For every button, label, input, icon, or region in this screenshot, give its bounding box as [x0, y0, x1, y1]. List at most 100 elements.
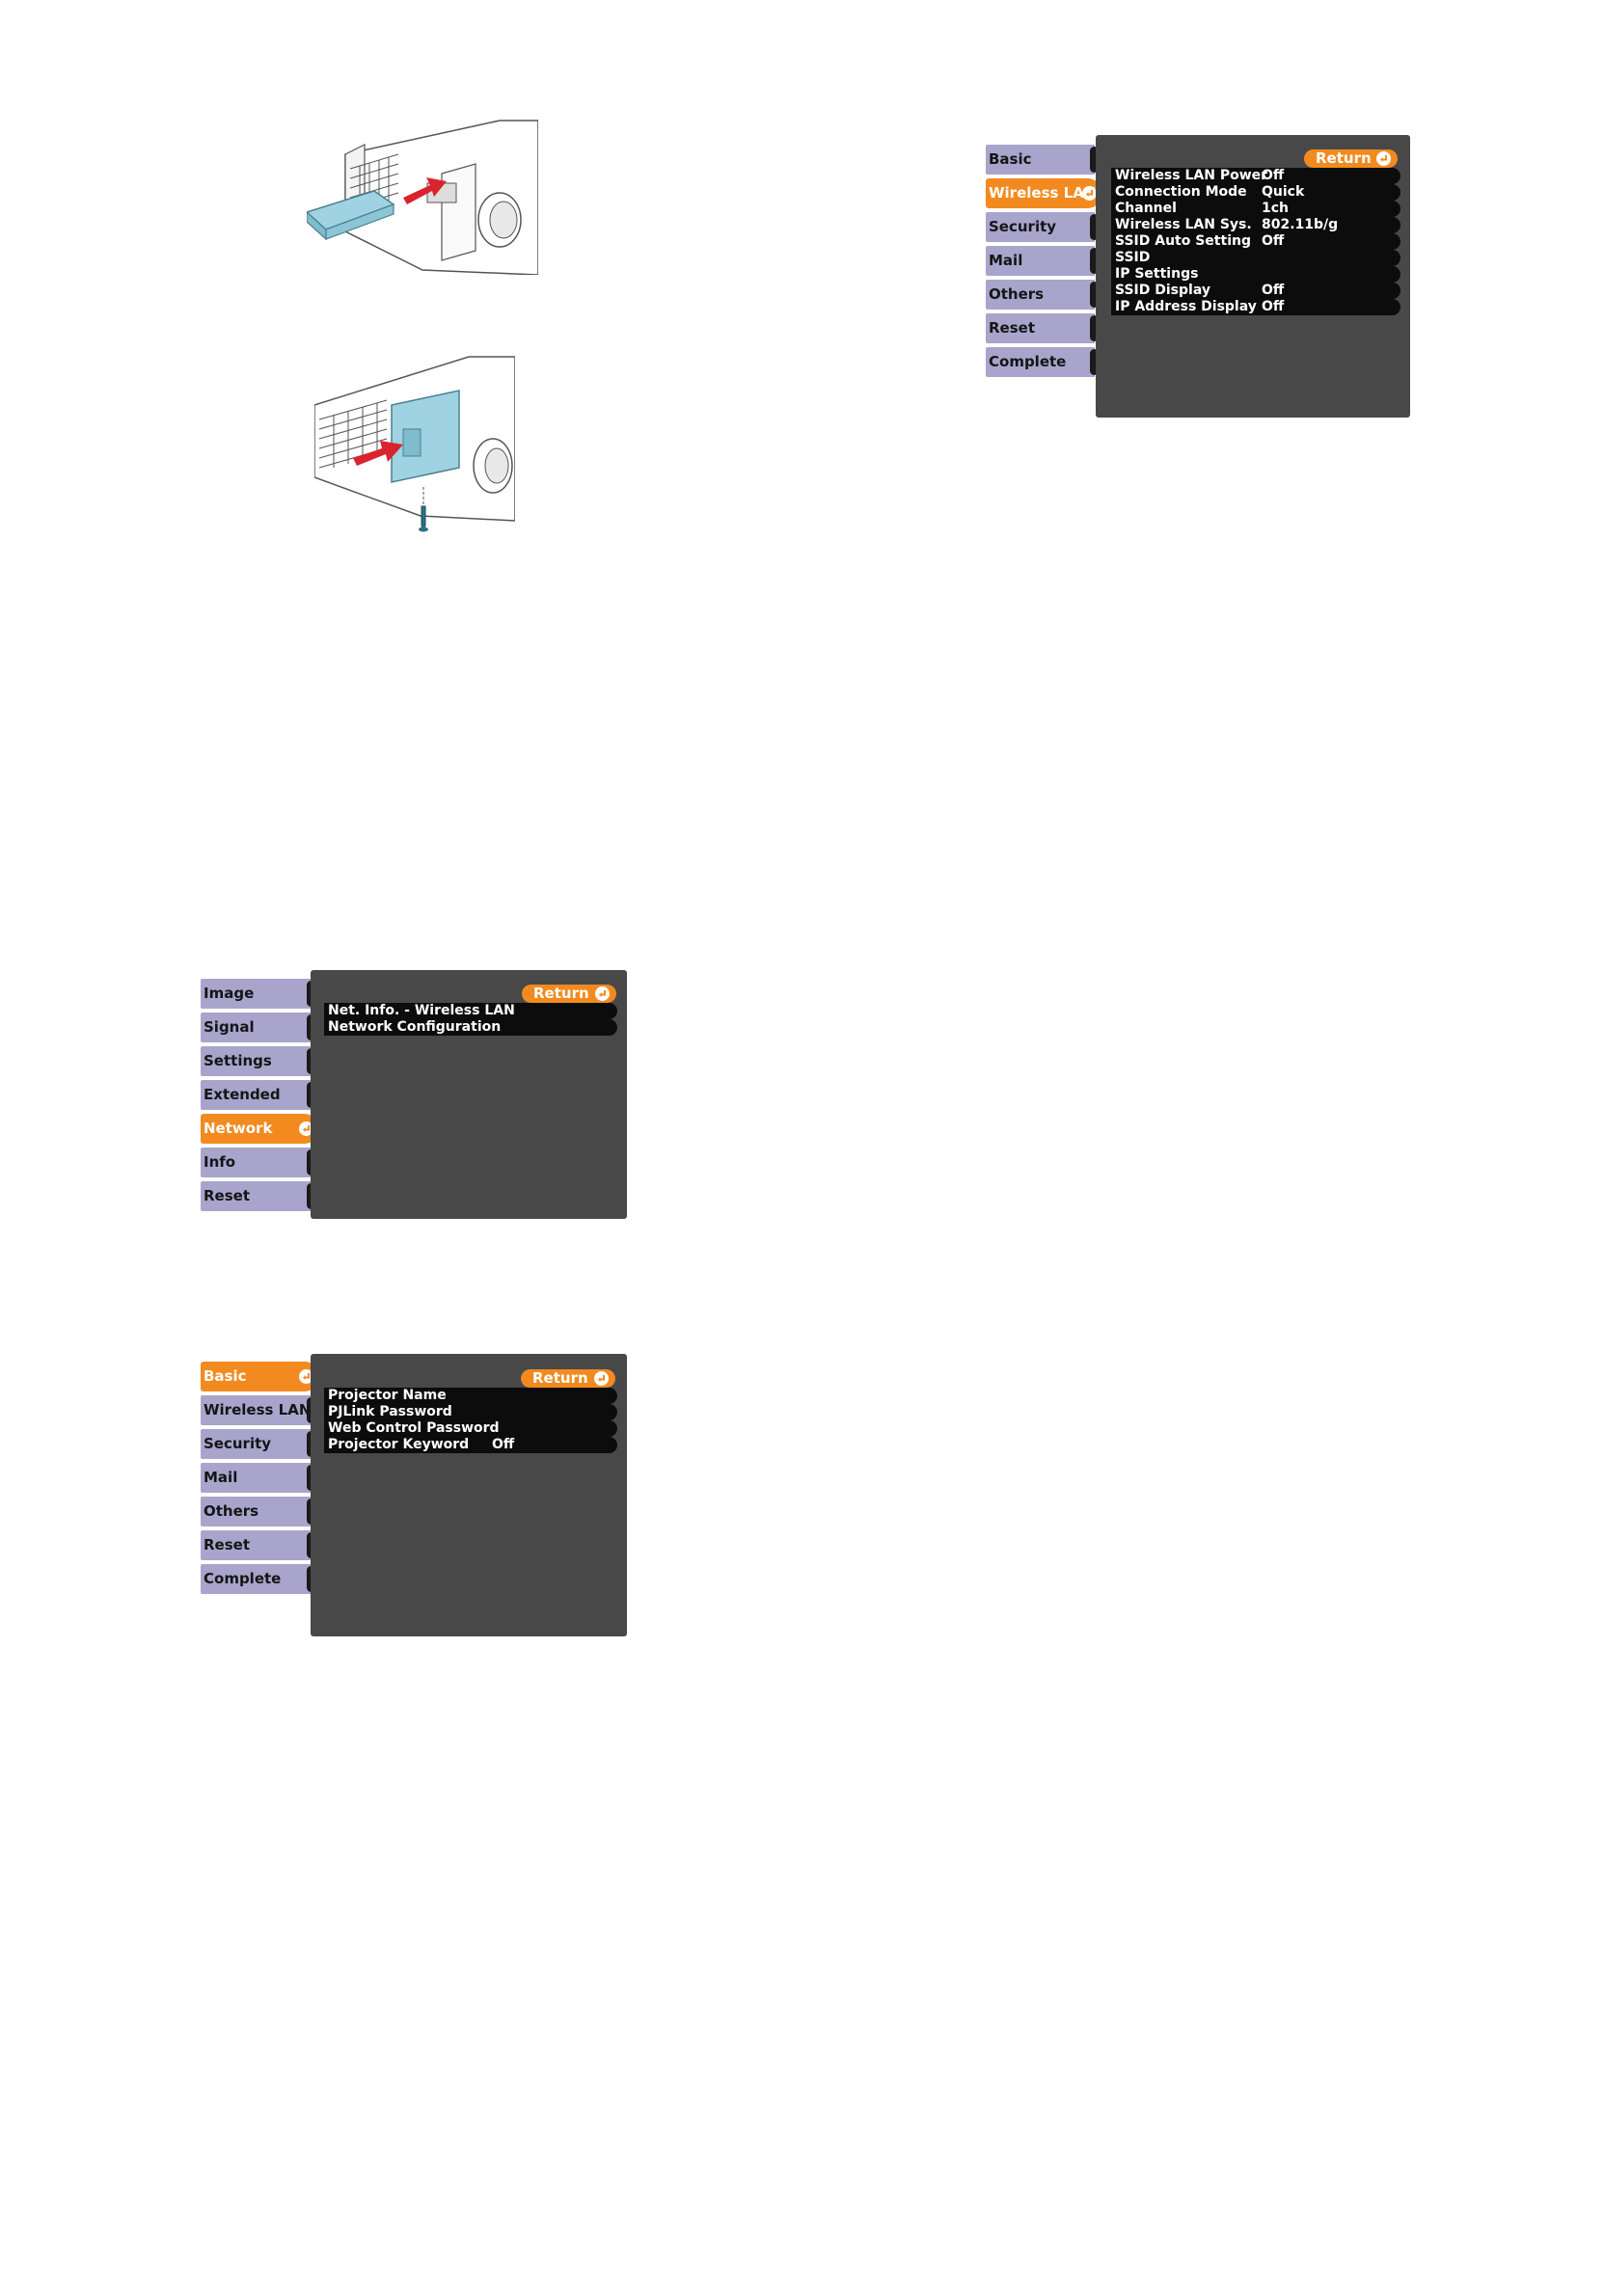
- row-label: Projector Name: [328, 1388, 447, 1403]
- tab-label: Extended: [204, 1086, 281, 1103]
- row-label: PJLink Password: [328, 1404, 452, 1419]
- menu-row-web-control-password[interactable]: Web Control Password: [324, 1420, 617, 1437]
- return-button[interactable]: Return: [521, 1369, 615, 1388]
- basic-menu-panel: Return Projector Name PJLink Password We…: [311, 1354, 627, 1636]
- tab-notch: [1090, 214, 1099, 240]
- menu-row-ip-settings[interactable]: IP Settings: [1111, 266, 1400, 283]
- tab-mail[interactable]: Mail: [201, 1463, 315, 1493]
- tab-label: Settings: [204, 1052, 272, 1069]
- tab-notch: [1090, 315, 1099, 341]
- menu-row-pjlink-password[interactable]: PJLink Password: [324, 1404, 617, 1420]
- row-label: IP Address Display: [1115, 299, 1257, 314]
- row-label: Network Configuration: [328, 1019, 502, 1035]
- row-label: Web Control Password: [328, 1420, 500, 1436]
- tab-label: Complete: [204, 1570, 282, 1587]
- tab-network[interactable]: Network: [201, 1114, 318, 1144]
- attach-cover-illustration: [313, 352, 516, 535]
- row-label: Wireless LAN Power: [1115, 168, 1268, 183]
- tab-label: Reset: [204, 1536, 250, 1553]
- enter-icon: [1376, 151, 1391, 166]
- tab-image[interactable]: Image: [201, 979, 315, 1009]
- menu-row-ip-address-display[interactable]: IP Address Display Off: [1111, 299, 1400, 315]
- enter-icon: [594, 1371, 609, 1386]
- menu-row-network-configuration[interactable]: Network Configuration: [324, 1019, 617, 1036]
- menu-row-wireless-lan-sys[interactable]: Wireless LAN Sys. 802.11b/g: [1111, 217, 1400, 233]
- tab-label: Info: [204, 1153, 236, 1171]
- row-label: Channel: [1115, 201, 1177, 216]
- tab-label: Security: [989, 218, 1057, 235]
- tab-info[interactable]: Info: [201, 1148, 315, 1177]
- menu-row-channel[interactable]: Channel 1ch: [1111, 201, 1400, 217]
- tab-label: Basic: [204, 1367, 247, 1385]
- network-menu-sidebar: Image Signal Settings Extended Network I…: [201, 979, 318, 1215]
- menu-row-ssid[interactable]: SSID: [1111, 250, 1400, 266]
- tab-wireless-lan[interactable]: Wireless LAN: [201, 1395, 315, 1425]
- tab-extended[interactable]: Extended: [201, 1080, 315, 1110]
- tab-wireless-lan[interactable]: Wireless LAN: [986, 178, 1101, 208]
- row-value: Off: [492, 1437, 515, 1452]
- tab-label: Reset: [989, 319, 1035, 337]
- return-label: Return: [533, 985, 589, 1002]
- row-value: Quick: [1262, 184, 1305, 200]
- tab-others[interactable]: Others: [986, 280, 1099, 310]
- tab-label: Others: [204, 1502, 259, 1520]
- tab-label: Others: [989, 285, 1045, 303]
- tab-reset[interactable]: Reset: [201, 1181, 315, 1211]
- row-label: SSID Auto Setting: [1115, 233, 1251, 249]
- row-label: Projector Keyword: [328, 1437, 470, 1452]
- row-value: Off: [1262, 299, 1285, 314]
- insert-module-illustration: [305, 116, 539, 276]
- network-menu-panel: Return Net. Info. - Wireless LAN Network…: [311, 970, 627, 1219]
- row-value: 802.11b/g: [1262, 217, 1339, 232]
- tab-complete[interactable]: Complete: [201, 1564, 315, 1594]
- tab-others[interactable]: Others: [201, 1497, 315, 1526]
- projector-module-insert-drawing: [305, 120, 539, 276]
- menu-row-projector-keyword[interactable]: Projector Keyword Off: [324, 1437, 617, 1453]
- enter-icon: [1082, 186, 1097, 201]
- row-label: Wireless LAN Sys.: [1115, 217, 1252, 232]
- wireless-menu-sidebar: Basic Wireless LAN Security Mail Others …: [986, 145, 1101, 377]
- tab-label: Wireless LAN: [989, 184, 1097, 202]
- tab-basic[interactable]: Basic: [986, 145, 1099, 175]
- menu-row-net-info-wireless-lan[interactable]: Net. Info. - Wireless LAN: [324, 1003, 617, 1019]
- row-value: 1ch: [1262, 201, 1290, 216]
- tab-notch: [1090, 248, 1099, 274]
- tab-label: Complete: [989, 353, 1067, 370]
- return-label: Return: [1316, 149, 1372, 167]
- enter-icon: [299, 1121, 313, 1136]
- tab-label: Mail: [204, 1469, 238, 1486]
- tab-label: Basic: [989, 150, 1032, 168]
- tab-mail[interactable]: Mail: [986, 246, 1099, 276]
- tab-label: Signal: [204, 1018, 255, 1036]
- return-button[interactable]: Return: [1304, 149, 1398, 168]
- tab-security[interactable]: Security: [201, 1429, 315, 1459]
- row-value: Off: [1262, 168, 1285, 183]
- tab-notch: [1090, 282, 1099, 308]
- tab-label: Security: [204, 1435, 272, 1452]
- menu-row-ssid-auto-setting[interactable]: SSID Auto Setting Off: [1111, 233, 1400, 250]
- projector-cover-attach-drawing: [313, 356, 516, 532]
- basic-menu-sidebar: Basic Wireless LAN Security Mail Others …: [201, 1362, 318, 1598]
- tab-security[interactable]: Security: [986, 212, 1099, 242]
- tab-signal[interactable]: Signal: [201, 1013, 315, 1042]
- tab-settings[interactable]: Settings: [201, 1046, 315, 1076]
- row-label: Connection Mode: [1115, 184, 1247, 200]
- enter-icon: [299, 1369, 313, 1384]
- tab-basic[interactable]: Basic: [201, 1362, 318, 1391]
- row-label: SSID: [1115, 250, 1151, 265]
- tab-label: Mail: [989, 252, 1023, 269]
- row-label: Net. Info. - Wireless LAN: [328, 1003, 515, 1018]
- return-button[interactable]: Return: [522, 985, 616, 1003]
- row-value: Off: [1262, 233, 1285, 249]
- tab-notch: [1090, 147, 1099, 173]
- menu-row-projector-name[interactable]: Projector Name: [324, 1388, 617, 1404]
- tab-label: Image: [204, 985, 255, 1002]
- row-value: Off: [1262, 283, 1285, 298]
- tab-complete[interactable]: Complete: [986, 347, 1099, 377]
- menu-row-connection-mode[interactable]: Connection Mode Quick: [1111, 184, 1400, 201]
- tab-reset[interactable]: Reset: [986, 313, 1099, 343]
- tab-reset[interactable]: Reset: [201, 1530, 315, 1560]
